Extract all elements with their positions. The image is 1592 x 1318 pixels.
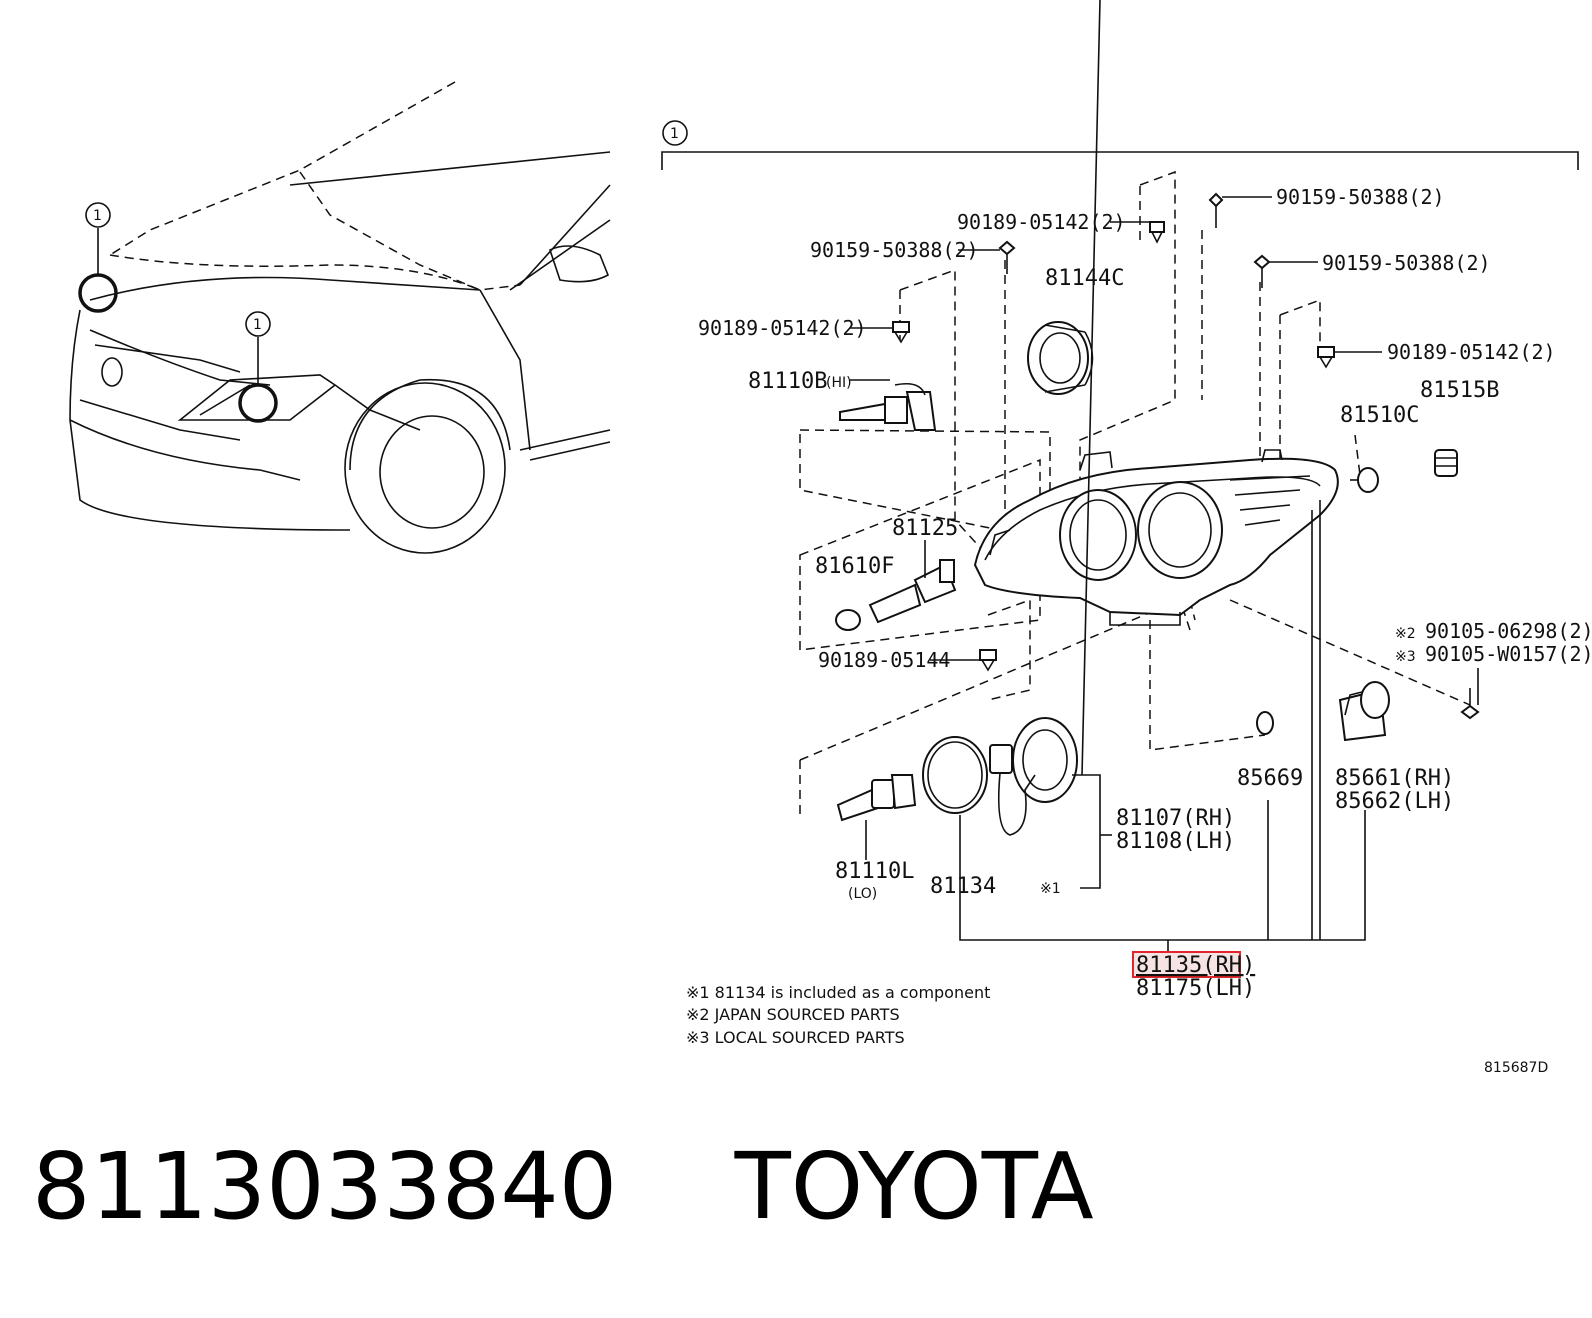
- label-bolt-local: 90105-W0157(2): [1425, 642, 1592, 666]
- label-motor-rh: 85661(RH): [1335, 766, 1454, 791]
- label-81134: 81134: [930, 874, 996, 899]
- label-assembly-lh: 81175(LH): [1136, 976, 1255, 1001]
- label-81610f: 81610F: [815, 554, 894, 579]
- gasket-ring-icon: [922, 736, 988, 814]
- bulb-81610f-icon: [835, 609, 861, 631]
- label-bulb-hi: 81110B: [748, 369, 827, 394]
- label-clip-bottom: 90189-05144: [818, 648, 950, 672]
- label-clip-right: 90189-05142(2): [1387, 340, 1556, 364]
- socket-81125-icon: [868, 559, 957, 624]
- clip-icon: [979, 649, 997, 672]
- headlamp-exploded-view: 1: [661, 0, 1592, 1076]
- highlight-box: [1132, 951, 1241, 978]
- brand-name: TOYOTA: [734, 1133, 1094, 1240]
- label-81125: 81125: [892, 516, 958, 541]
- label-81510c: 81510C: [1340, 403, 1419, 428]
- screw-icon: [1208, 192, 1224, 228]
- label-clip-top: 90189-05142(2): [957, 210, 1126, 234]
- bolt-icon: [1460, 688, 1480, 720]
- callout-1-left: 1: [93, 208, 102, 224]
- label-screw-mid-right: 90159-50388(2): [1322, 251, 1491, 275]
- label-bulb-lo-tag: (LO): [848, 886, 877, 902]
- part-number: 8113033840: [32, 1133, 618, 1240]
- callout-1-assembly: 1: [670, 126, 679, 142]
- label-note-mark-2: ※2: [1395, 626, 1416, 642]
- parts-diagram: 1 1 1: [69, 0, 1592, 1076]
- ballast-icon: [989, 717, 1078, 836]
- label-motor-lh: 85662(LH): [1335, 789, 1454, 814]
- label-bulb-lo: 81110L: [835, 859, 914, 884]
- label-bulb-hi-tag: (HI): [826, 375, 852, 391]
- cap-81144c-icon: [1027, 321, 1094, 395]
- clip-icon: [892, 321, 910, 344]
- bulb-81510c-icon: [1350, 467, 1379, 493]
- label-81144c: 81144C: [1045, 266, 1124, 291]
- callout-1-center: 1: [253, 317, 262, 333]
- label-bolt-japan: 90105-06298(2): [1425, 619, 1592, 643]
- leveling-motor-icon: [1338, 681, 1390, 742]
- illustration-code: 815687D: [1484, 1060, 1548, 1076]
- screw-icon: [998, 240, 1016, 274]
- label-ballast-lh: 81108(LH): [1116, 829, 1235, 854]
- label-ballast-rh: 81107(RH): [1116, 806, 1235, 831]
- label-assembly-rh[interactable]: 81135(RH): [1136, 953, 1255, 978]
- note-2: ※2 JAPAN SOURCED PARTS: [686, 1005, 900, 1024]
- note-3: ※3 LOCAL SOURCED PARTS: [686, 1028, 905, 1047]
- label-81515b: 81515B: [1420, 378, 1499, 403]
- bulb-hi-icon: [839, 382, 937, 431]
- label-ballast-note: ※1: [1040, 881, 1061, 897]
- screw-icon: [1253, 254, 1271, 288]
- label-note-mark-3: ※3: [1395, 649, 1416, 665]
- label-clip-left: 90189-05142(2): [698, 316, 867, 340]
- footer: 8113033840 TOYOTA: [32, 1132, 1532, 1262]
- socket-81515b-icon: [1434, 449, 1458, 477]
- label-screw-top-right: 90159-50388(2): [1276, 185, 1445, 209]
- bulb-lo-icon: [836, 774, 917, 822]
- note-1: ※1 81134 is included as a component: [686, 983, 990, 1002]
- label-85669: 85669: [1237, 766, 1303, 791]
- label-screw-top-left: 90159-50388(2): [810, 238, 979, 262]
- oring-icon: [1256, 711, 1274, 735]
- clip-icon: [1149, 221, 1165, 244]
- clip-icon: [1317, 346, 1335, 369]
- car-front-illustration: 1 1: [69, 81, 611, 554]
